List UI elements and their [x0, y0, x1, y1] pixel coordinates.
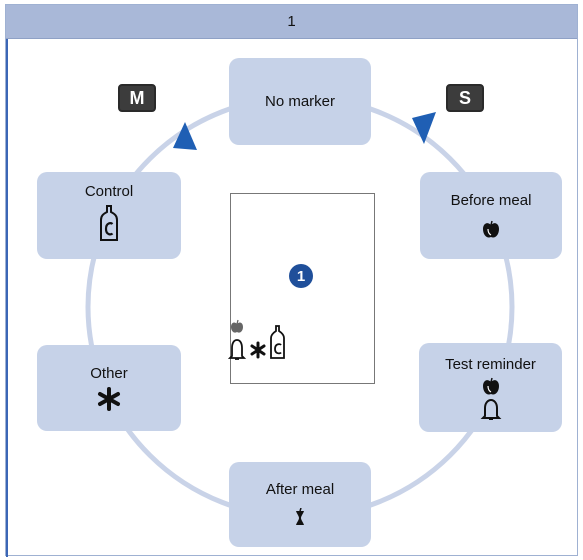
- apple-bell-icon: [480, 377, 501, 420]
- node-no-marker: No marker: [229, 58, 371, 145]
- callout-number: 1: [296, 267, 306, 285]
- node-test-reminder: Test reminder: [419, 343, 562, 432]
- m-key-button[interactable]: M: [118, 84, 156, 112]
- m-key-label: M: [129, 87, 145, 108]
- control-bottle-icon: [100, 205, 118, 241]
- apple-core-icon: [296, 508, 304, 525]
- callout-badge: 1: [289, 264, 313, 288]
- s-key-button[interactable]: S: [446, 84, 484, 112]
- node-test-reminder-label: Test reminder: [445, 355, 536, 373]
- node-other: Other: [37, 345, 181, 431]
- node-after-meal: After meal: [229, 462, 371, 547]
- figure-number: 1: [287, 13, 296, 30]
- asterisk-icon: [98, 387, 120, 411]
- node-before-meal: Before meal: [420, 172, 562, 259]
- display-segments: [228, 319, 285, 360]
- node-after-meal-label: After meal: [265, 481, 335, 498]
- node-control: Control: [37, 172, 181, 259]
- arrow-left-icon: [173, 122, 197, 150]
- apple-icon: [483, 220, 499, 238]
- figure-header: 1: [6, 5, 577, 39]
- display-apple-bell-icon: [228, 319, 247, 360]
- arrow-right-icon: [412, 112, 436, 144]
- node-before-meal-label: Before meal: [450, 191, 532, 209]
- display-control-bottle-icon: [270, 325, 285, 359]
- s-key-label: S: [458, 87, 471, 108]
- node-control-label: Control: [84, 183, 134, 200]
- display-asterisk-icon: [250, 341, 266, 359]
- node-other-label: Other: [90, 365, 128, 382]
- left-rule: [6, 39, 8, 557]
- node-no-marker-label: No marker: [264, 92, 335, 110]
